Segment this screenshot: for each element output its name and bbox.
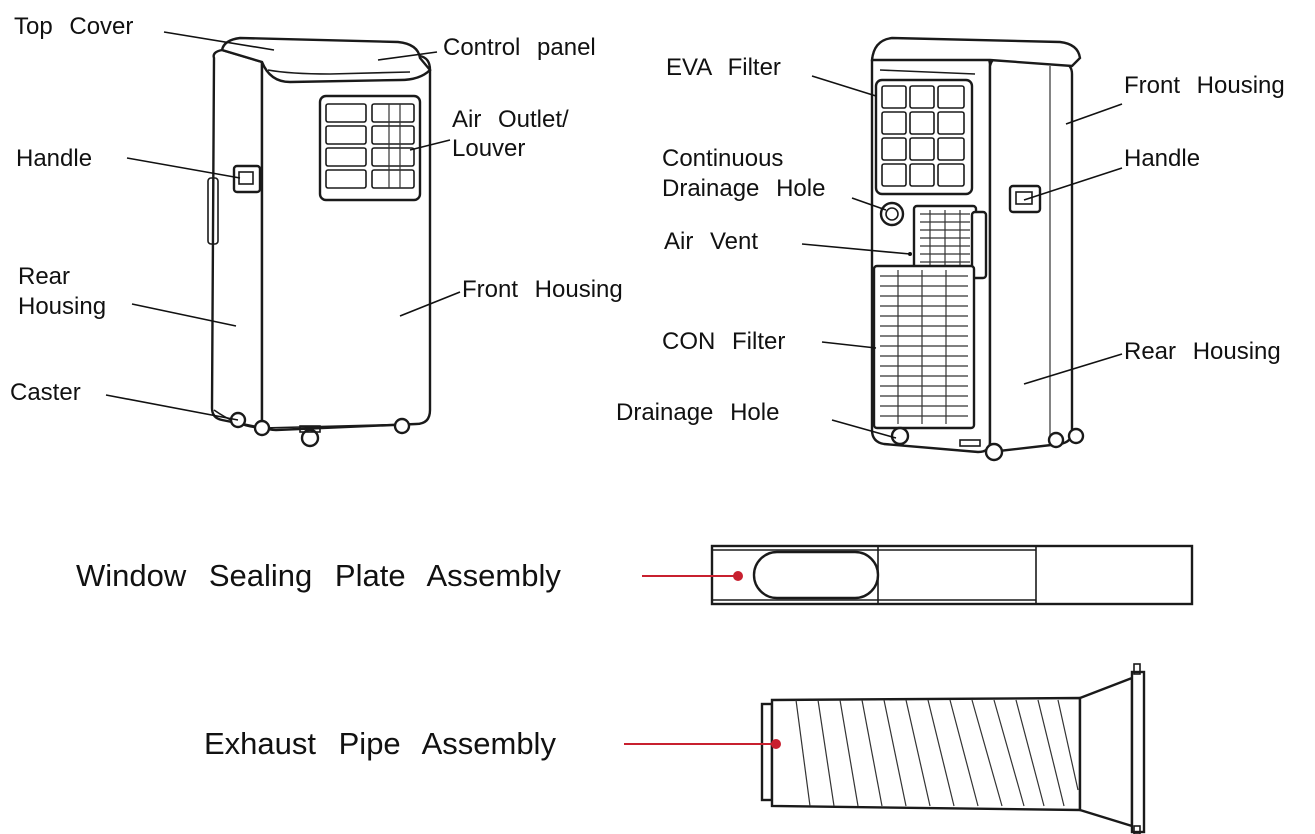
label-rear-housing-left-line1: Rear	[18, 263, 70, 290]
exhaust-pipe-marker-dot	[771, 739, 781, 749]
label-air-vent: Air Vent	[664, 228, 758, 255]
caster-wheels	[229, 411, 411, 448]
label-top-cover: Top Cover	[14, 13, 133, 40]
louver-grille	[318, 94, 422, 202]
label-drainage-hole: Drainage Hole	[616, 399, 779, 426]
label-exhaust-pipe: Exhaust Pipe Assembly	[204, 726, 556, 761]
rear-view-unit	[870, 36, 1085, 462]
exhaust-pipe-drawing	[760, 663, 1146, 834]
leader-lines-right	[801, 75, 1123, 439]
label-control-panel: Control panel	[443, 34, 596, 61]
front-view-unit	[207, 36, 432, 448]
window-plate-marker-dot	[733, 571, 743, 581]
rear-caster-wheels	[959, 427, 1085, 462]
con-filter-grille	[872, 264, 976, 430]
label-continuous-drainage-line1: Continuous	[662, 145, 783, 172]
label-con-filter: CON Filter	[662, 328, 785, 355]
label-window-sealing-plate: Window Sealing Plate Assembly	[76, 558, 561, 593]
label-eva-filter: EVA Filter	[666, 54, 781, 81]
label-rear-housing-left-line2: Housing	[18, 293, 106, 320]
pipe-ribs	[795, 699, 1079, 807]
label-handle-left: Handle	[16, 145, 92, 172]
label-front-housing-left: Front Housing	[462, 276, 623, 303]
label-front-housing-right: Front Housing	[1124, 72, 1285, 99]
label-continuous-drainage-line2: Drainage Hole	[662, 175, 825, 202]
label-air-outlet-line2: Louver	[452, 135, 525, 162]
label-caster: Caster	[10, 379, 81, 406]
window-sealing-plate-drawing	[710, 544, 1194, 606]
part-labels: Top Cover Control panel Air Outlet/ Louv…	[10, 13, 1285, 761]
air-vent-grille	[912, 204, 988, 280]
label-handle-right: Handle	[1124, 145, 1200, 172]
eva-filter-grid	[874, 78, 974, 196]
label-rear-housing-right: Rear Housing	[1124, 338, 1281, 365]
label-air-outlet-line1: Air Outlet/	[452, 106, 569, 133]
leader-lines-left	[105, 31, 461, 421]
